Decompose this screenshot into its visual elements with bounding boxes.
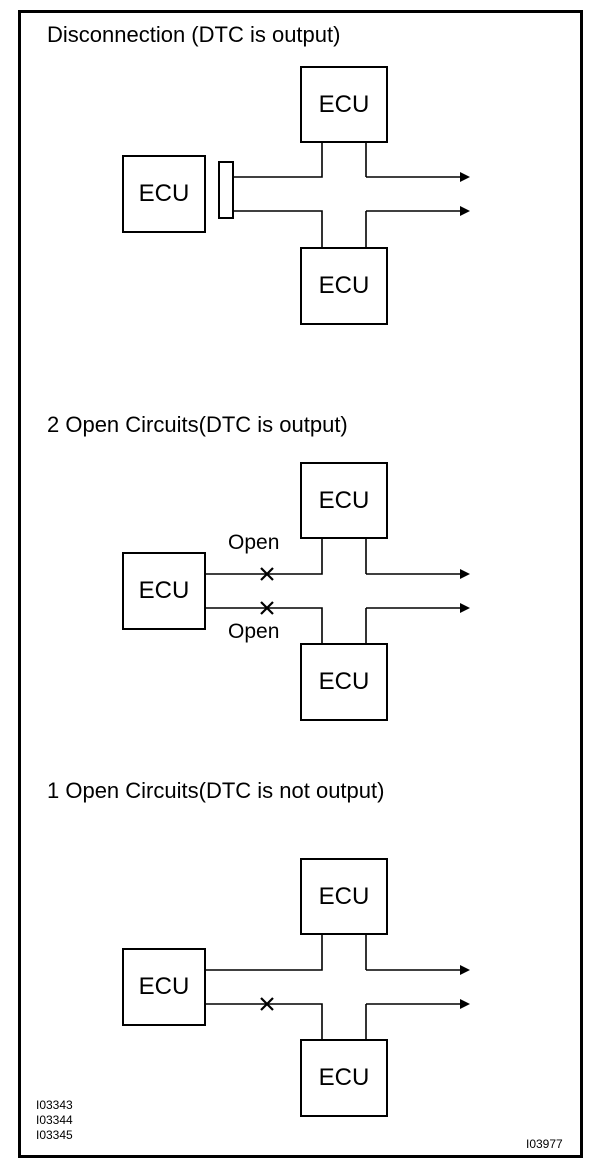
ecu-label: ECU	[138, 180, 190, 207]
reference-code: I03344	[36, 1113, 73, 1127]
section1-top-ecu-box: ECU	[300, 66, 388, 143]
page-border	[18, 10, 583, 1158]
ecu-label: ECU	[138, 577, 190, 604]
section2-bottom-ecu-box: ECU	[300, 643, 388, 721]
section3-top-ecu-box: ECU	[300, 858, 388, 935]
section1-left-ecu-box: ECU	[122, 155, 206, 233]
ecu-label: ECU	[318, 486, 370, 514]
section1-connector-block	[218, 161, 234, 219]
reference-codes-left: I03343 I03344 I03345	[36, 1098, 73, 1143]
ecu-label: ECU	[318, 1064, 370, 1091]
section2-open-label-upper: Open	[228, 531, 280, 554]
section2-open-label-lower: Open	[228, 620, 280, 643]
section3-left-ecu-box: ECU	[122, 948, 206, 1026]
section-title-two-open-circuits: 2 Open Circuits(DTC is output)	[47, 412, 348, 437]
section-title-one-open-circuit: 1 Open Circuits(DTC is not output)	[47, 778, 385, 803]
ecu-label: ECU	[138, 973, 190, 1000]
reference-code-right: I03977	[526, 1137, 563, 1151]
ecu-label: ECU	[318, 90, 370, 118]
ecu-label: ECU	[318, 272, 370, 299]
ecu-label: ECU	[318, 668, 370, 695]
reference-code: I03345	[36, 1128, 73, 1142]
ecu-label: ECU	[318, 882, 370, 910]
section1-bottom-ecu-box: ECU	[300, 247, 388, 325]
section3-bottom-ecu-box: ECU	[300, 1039, 388, 1117]
reference-code: I03343	[36, 1098, 73, 1112]
section2-top-ecu-box: ECU	[300, 462, 388, 539]
section-title-disconnection: Disconnection (DTC is output)	[47, 22, 341, 47]
section2-left-ecu-box: ECU	[122, 552, 206, 630]
